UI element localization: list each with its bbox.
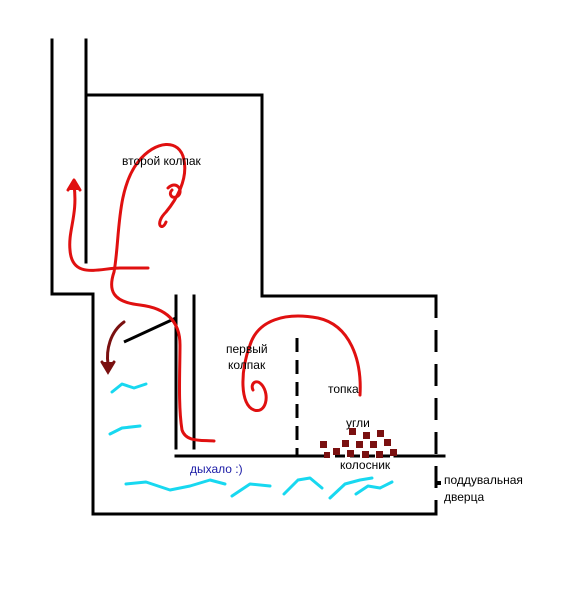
label-ash-door-line1: поддувальная — [444, 473, 523, 487]
chimney-up-path — [68, 183, 150, 272]
label-firebox: топка — [328, 382, 359, 396]
cold-air-flow — [108, 382, 394, 500]
second-hood-curl — [166, 183, 182, 199]
label-grate: колосник — [340, 458, 391, 472]
ash-door-marker — [437, 481, 441, 485]
coals — [320, 428, 397, 458]
main-smoke-path — [110, 143, 216, 443]
label-second-hood: второй колпак — [122, 154, 201, 168]
second-hood-walls — [84, 93, 438, 298]
deflector-plate — [123, 316, 177, 344]
stove-lower-left-wall — [91, 292, 438, 516]
label-first-hood-line2: колпак — [228, 358, 266, 372]
chimney-arrow — [66, 178, 82, 192]
label-first-hood-line1: первый — [226, 342, 268, 356]
dashed-walls — [295, 296, 438, 514]
chimney-outer-wall — [50, 38, 95, 296]
smoke-flow — [66, 143, 362, 443]
firebox-smoke-curl — [241, 314, 362, 412]
dark-arrow — [100, 320, 126, 375]
label-coals: угли — [346, 416, 370, 430]
label-ash-door-line2: дверца — [444, 490, 485, 504]
stove-walls — [50, 38, 446, 516]
label-breather: дыхало :) — [190, 462, 243, 476]
